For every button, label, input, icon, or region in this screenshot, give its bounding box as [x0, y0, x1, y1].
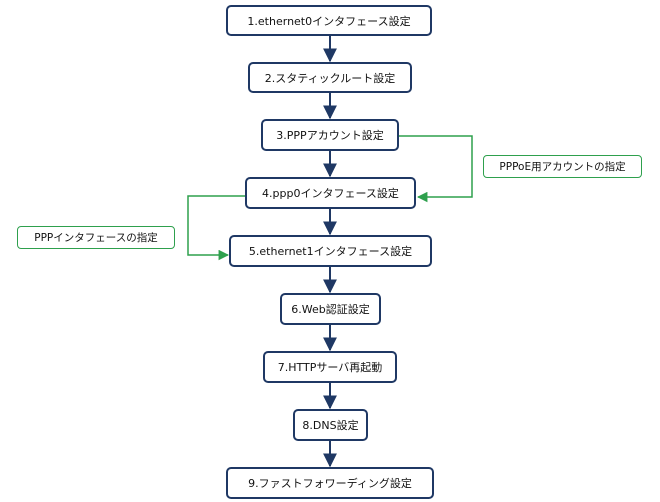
step-web-auth: 6.Web認証設定	[280, 293, 381, 325]
step-dns: 8.DNS設定	[293, 409, 368, 441]
note-ppp-interface: PPPインタフェースの指定	[17, 226, 175, 249]
step-fast-forwarding: 9.ファストフォワーディング設定	[226, 467, 434, 499]
step-ppp0-interface: 4.ppp0インタフェース設定	[245, 177, 416, 209]
step-http-server-restart: 7.HTTPサーバ再起動	[263, 351, 397, 383]
step-static-route: 2.スタティックルート設定	[248, 62, 412, 93]
step-ethernet1-interface: 5.ethernet1インタフェース設定	[229, 235, 432, 267]
step-ethernet0-interface: 1.ethernet0インタフェース設定	[226, 5, 432, 36]
note-pppoe-account: PPPoE用アカウントの指定	[483, 155, 642, 178]
step-ppp-account: 3.PPPアカウント設定	[261, 119, 399, 151]
ppp-interface-connector	[187, 195, 245, 261]
pppoe-account-connector	[399, 135, 473, 203]
